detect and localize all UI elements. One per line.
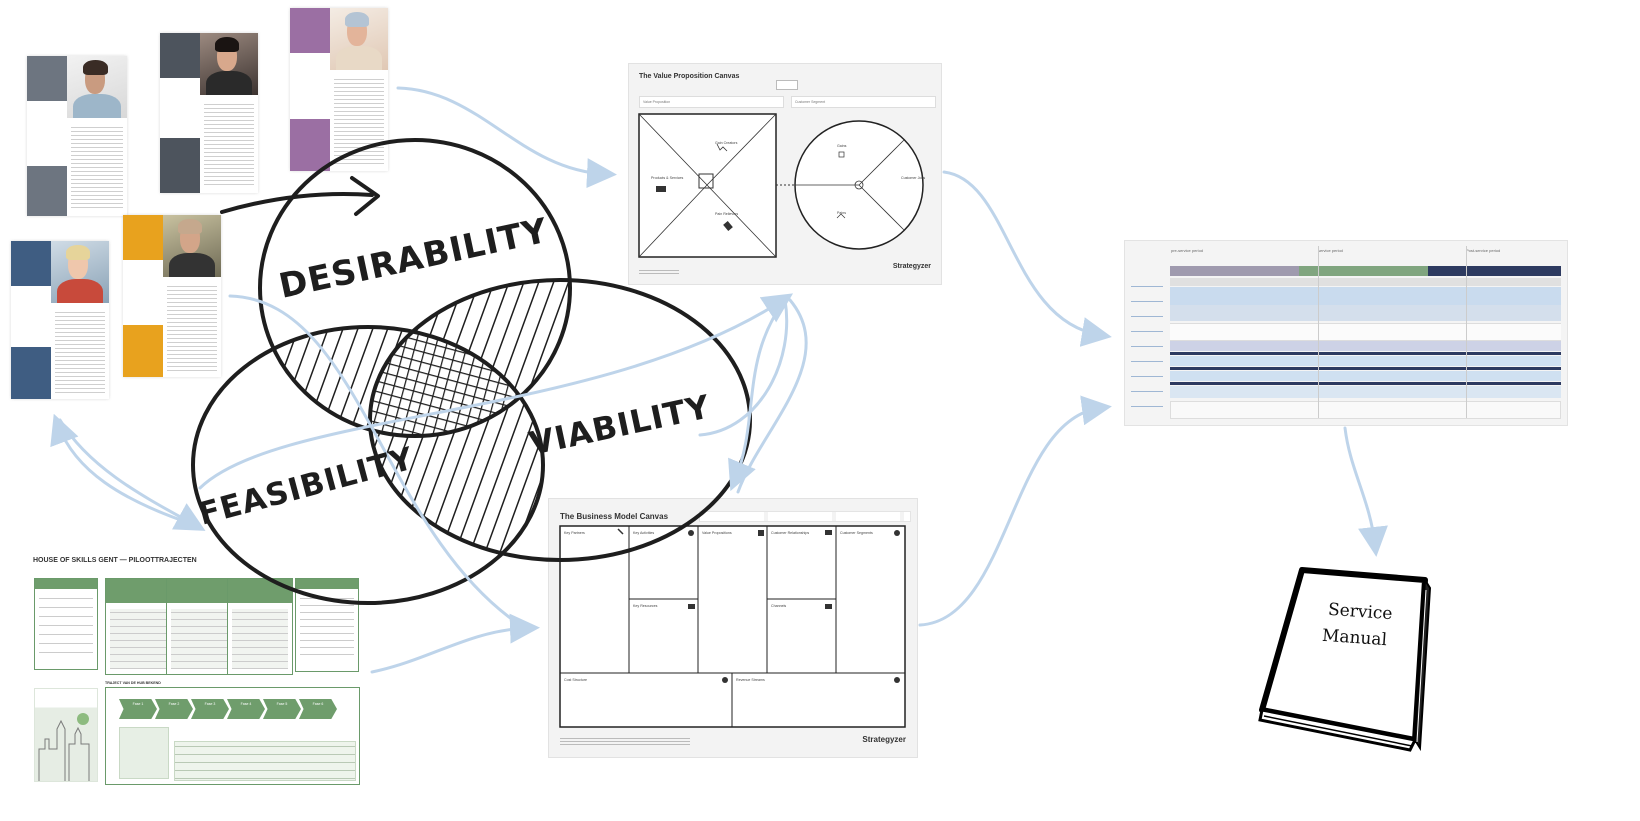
connector-arrows — [50, 86, 1388, 674]
persona-text-lines — [167, 283, 217, 371]
sb-row-light-1 — [1170, 356, 1561, 366]
sb-phase-pre: pre-service period — [1171, 248, 1204, 253]
sb-row-violet — [1170, 341, 1561, 351]
bmc-label-channels: Channels — [771, 604, 787, 608]
persona-card-4 — [123, 215, 221, 377]
bmc-label-key-activities: Key Activities — [633, 531, 655, 535]
bmc-label-customer-relationships: Customer Relationships — [771, 531, 810, 535]
vpc-label-pains: Pains — [837, 211, 846, 215]
hos-title: HOUSE OF SKILLS GENT — PILOOTTRAJECTEN — [33, 557, 197, 564]
persona-photo — [330, 8, 388, 70]
persona-header — [27, 56, 67, 101]
persona-color-block — [160, 138, 200, 193]
vpc-field-left: Value Proposition — [639, 96, 784, 108]
bmc-label-customer-segments: Customer Segments — [840, 531, 873, 535]
persona-text-lines — [55, 309, 105, 393]
vpc-brand: Strategyzer — [892, 263, 931, 270]
sb-row-bottom — [1170, 401, 1561, 419]
hos-column-1 — [34, 578, 98, 670]
viability-label: VIABILITY — [526, 387, 714, 462]
sb-row-white — [1170, 323, 1561, 341]
hos-city-illustration — [34, 688, 98, 782]
house-of-skills-poster: HOUSE OF SKILLS GENT — PILOOTTRAJECTEN T… — [29, 553, 364, 785]
vpc-footer-lines — [639, 268, 679, 276]
hos-step-2: Fase 2 — [155, 699, 193, 719]
bmc-label-cost-structure: Cost Structure — [564, 678, 587, 682]
desirability-circle — [258, 138, 572, 438]
vpc-label-gains: Gains — [837, 144, 847, 148]
hos-column-3 — [166, 578, 232, 675]
persona-color-block — [290, 119, 330, 171]
persona-photo — [51, 241, 109, 303]
hos-subtitle: TRAJECT VAN DE HUB BEKEND — [105, 681, 161, 685]
hos-step-4: Fase 4 — [227, 699, 265, 719]
business-model-canvas: The Business Model Canvas Key Partners K… — [548, 498, 918, 758]
bmc-label-key-partners: Key Partners — [564, 531, 585, 535]
feasibility-circle — [191, 325, 545, 605]
persona-color-block — [123, 325, 163, 377]
sb-row-grey — [1170, 278, 1561, 286]
sb-row-light-2 — [1170, 371, 1561, 381]
persona-photo — [200, 33, 258, 95]
hos-step-5: Fase 5 — [263, 699, 301, 719]
sb-row-blue-2 — [1170, 305, 1561, 321]
persona-card-1 — [27, 56, 127, 216]
hos-step-6: Fase 6 — [299, 699, 337, 719]
persona-photo — [163, 215, 221, 277]
sb-divider-1 — [1318, 246, 1319, 418]
sb-row-line-2 — [1170, 367, 1561, 370]
vpc-label-customer-jobs: Customer Jobs — [901, 176, 926, 180]
service-blueprint: pre-service period service period Post-s… — [1124, 240, 1568, 426]
sb-row-stages — [1170, 266, 1561, 276]
hos-step-1: Fase 1 — [119, 699, 157, 719]
persona-color-block — [11, 347, 51, 399]
hos-route-left-box — [119, 727, 169, 779]
sb-phase-post: Post-service period — [1466, 248, 1501, 253]
persona-text-lines — [204, 101, 254, 187]
persona-header — [160, 33, 200, 78]
persona-card-2 — [160, 33, 258, 193]
vpc-field-right: Customer Segment — [791, 96, 936, 108]
hos-step-3: Fase 3 — [191, 699, 229, 719]
service-manual-book — [1258, 567, 1432, 752]
sb-phase-service: service period — [1318, 248, 1343, 253]
vpc-toggle — [776, 80, 798, 90]
sb-left-labels — [1131, 278, 1163, 408]
vpc-title: The Value Proposition Canvas — [639, 73, 740, 80]
persona-header — [290, 8, 330, 53]
sb-row-line-3 — [1170, 382, 1561, 385]
persona-photo — [67, 56, 127, 118]
bmc-brand: Strategyzer — [862, 735, 906, 744]
vpc-label-gain-creators: Gain Creators — [715, 141, 738, 145]
sketch-arrow-head — [350, 176, 380, 216]
sb-divider-2 — [1466, 246, 1467, 418]
persona-header — [123, 215, 163, 260]
sb-row-light-3 — [1170, 386, 1561, 398]
value-proposition-canvas: The Value Proposition Canvas Value Propo… — [628, 63, 942, 285]
hos-column-2 — [105, 578, 171, 675]
persona-color-block — [27, 166, 67, 216]
sb-row-blue-1 — [1170, 287, 1561, 305]
sb-row-line-1 — [1170, 352, 1561, 355]
vpc-label-products-services: Products & Services — [651, 176, 684, 180]
bmc-title: The Business Model Canvas — [560, 512, 669, 521]
feasibility-label: FEASIBILITY — [195, 441, 418, 533]
hos-route-text-box — [174, 741, 356, 781]
sketch-arrow — [220, 191, 374, 214]
bmc-label-revenue-streams: Revenue Streams — [736, 678, 765, 682]
persona-header — [11, 241, 51, 286]
persona-card-5 — [11, 241, 109, 399]
bmc-footer-lines — [560, 736, 690, 745]
vpc-label-pain-relievers: Pain Relievers — [715, 212, 739, 216]
hos-column-4 — [227, 578, 293, 675]
vpc-diagram — [638, 113, 924, 258]
bmc-label-key-resources: Key Resources — [633, 604, 658, 608]
bmc-label-value-propositions: Value Propositions — [702, 531, 732, 535]
persona-text-lines — [71, 124, 123, 210]
